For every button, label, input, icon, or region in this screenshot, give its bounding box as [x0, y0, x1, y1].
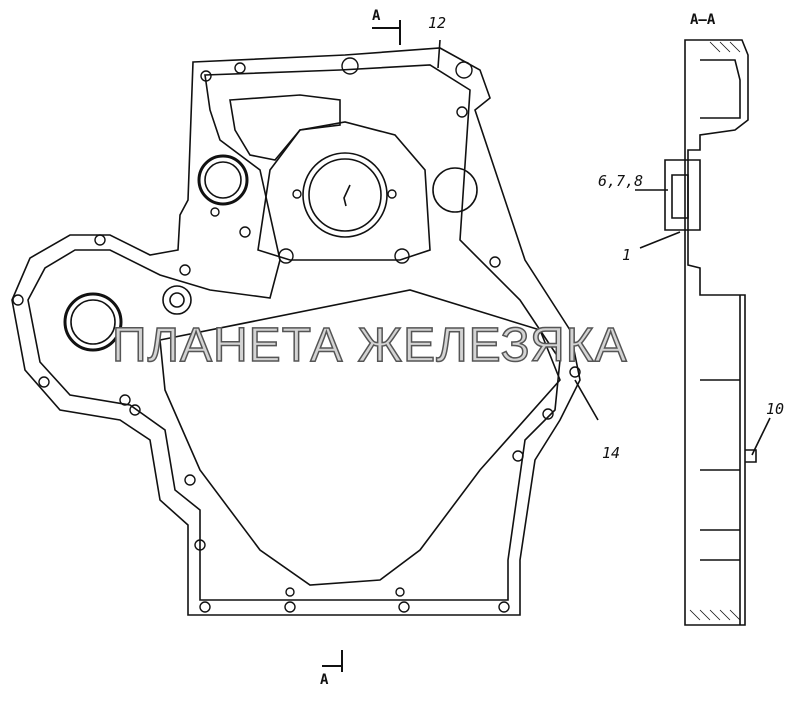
- crank-seal: [302, 152, 388, 238]
- callout-1: 1: [622, 246, 632, 264]
- inner-cutout: [159, 289, 561, 586]
- left-seal-inner: [70, 299, 116, 345]
- section-label-bottom: A: [320, 672, 329, 688]
- crank-mark: [343, 184, 351, 207]
- boss-left: [162, 285, 192, 315]
- section-marker-bottom: [322, 650, 343, 672]
- crank-boss: [257, 121, 431, 261]
- callout-10: 10: [766, 400, 785, 418]
- section-marker-top: [372, 20, 401, 45]
- section-view-a-a: [664, 39, 757, 626]
- cover-outline: [11, 47, 581, 616]
- leader-12: [437, 39, 441, 69]
- boss-right: [432, 167, 478, 213]
- upper-seal: [197, 154, 249, 206]
- watermark: ПЛАНЕТА ЖЕЛЕЗЯКА: [111, 318, 628, 373]
- leader-10: [751, 417, 771, 456]
- leader-1: [639, 231, 681, 249]
- boss-left-inner: [169, 292, 185, 308]
- callout-14: 14: [602, 444, 621, 462]
- section-title: A–A: [690, 12, 716, 28]
- upper-seal-inner: [204, 161, 242, 199]
- gasket-line: [27, 64, 561, 601]
- callout-12: 12: [428, 14, 447, 32]
- left-seal: [63, 292, 123, 352]
- crank-seal-inner: [308, 158, 382, 232]
- bolt-holes: [12, 57, 581, 613]
- leader-14: [574, 379, 599, 421]
- callout-6-7-8: 6,7,8: [598, 172, 644, 190]
- upper-passage: [229, 94, 341, 161]
- section-label-top: A: [372, 8, 381, 24]
